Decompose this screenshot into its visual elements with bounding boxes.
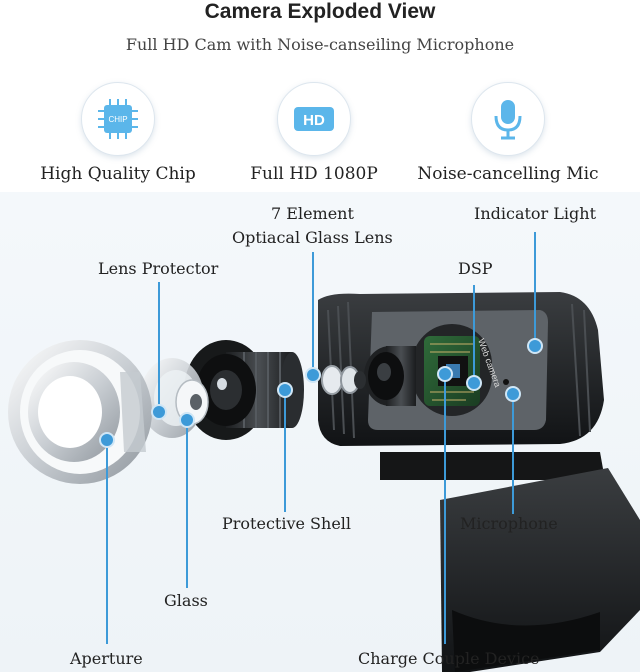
indicator-light-label: Indicator Light: [474, 204, 596, 223]
microphone-callout-line: [512, 392, 514, 514]
lens-element-callout-dot: [305, 367, 321, 383]
dsp-label: DSP: [458, 259, 493, 278]
protective-shell-callout-line: [284, 388, 286, 512]
aperture-callout-line: [106, 438, 108, 644]
glass-lens-elements: [321, 365, 366, 395]
lens-protector-label: Lens Protector: [98, 259, 219, 278]
charge-couple-device-label: Charge Couple Device: [358, 649, 540, 668]
aperture-ring-part: [8, 340, 152, 484]
chip-icon: CHIP: [81, 82, 155, 156]
lens-element-label-line1: 7 Element: [271, 204, 354, 223]
protective-shell-callout-dot: [277, 382, 293, 398]
feature-label: Noise-cancelling Mic: [417, 164, 599, 184]
feature-mic: Noise-cancelling Mic: [408, 82, 608, 184]
feature-label: High Quality Chip: [40, 164, 196, 184]
charge-couple-device-callout-line: [444, 372, 446, 644]
lens-protector-callout-line: [158, 282, 160, 410]
aperture-callout-dot: [99, 432, 115, 448]
page-subtitle: Full HD Cam with Noise-canseiling Microp…: [125, 35, 515, 54]
inner-lens-part: [364, 346, 416, 406]
hd-icon-text: HD: [303, 112, 325, 129]
page-title: Camera Exploded View: [204, 0, 436, 23]
feature-chip: CHIP High Quality Chip: [18, 82, 218, 184]
chip-icon-text: CHIP: [108, 115, 127, 124]
lens-protector-callout-dot: [151, 404, 167, 420]
dsp-callout-line: [473, 285, 475, 381]
microphone-label: Microphone: [460, 514, 558, 533]
microphone-icon: [471, 82, 545, 156]
charge-couple-device-callout-dot: [437, 366, 453, 382]
camera-body: Web camera: [318, 292, 604, 446]
indicator-light-callout-dot: [527, 338, 543, 354]
lens-element-label-line2: Optiacal Glass Lens: [232, 228, 393, 247]
camera-stand: [380, 452, 605, 480]
microphone-callout-dot: [505, 386, 521, 402]
dsp-callout-dot: [466, 375, 482, 391]
feature-label: Full HD 1080P: [250, 164, 378, 184]
camera-illustration: Web camera: [8, 292, 640, 672]
indicator-light-callout-line: [534, 232, 536, 344]
aperture-label: Aperture: [70, 649, 143, 668]
glass-callout-dot: [179, 412, 195, 428]
lens-element-callout-line: [312, 252, 314, 374]
glass-callout-line: [186, 418, 188, 588]
hd-icon: HD: [277, 82, 351, 156]
protective-shell-label: Protective Shell: [222, 514, 352, 533]
feature-hd: HD Full HD 1080P: [214, 82, 414, 184]
glass-label: Glass: [164, 591, 208, 610]
